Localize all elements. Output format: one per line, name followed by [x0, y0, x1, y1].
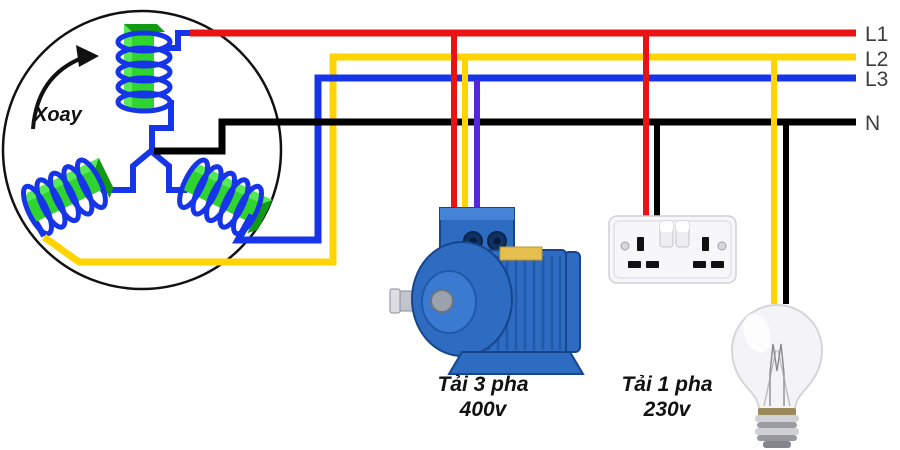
- motor-load-title: Tải 3 pha: [437, 373, 528, 396]
- wire-l2: [41, 53, 856, 266]
- motor-load-voltage: 400v: [459, 398, 508, 421]
- line-label-l1: L1: [865, 23, 888, 46]
- bulb-collar: [758, 408, 796, 416]
- light-bulb: [730, 303, 824, 448]
- bulb-thread: [757, 435, 797, 441]
- coil-top-lead-out: [165, 30, 192, 51]
- wire-neutral: [154, 118, 856, 155]
- bulb-filament: [763, 343, 791, 407]
- socket-switch-right-highlight: [676, 221, 689, 232]
- motor-shaft-end: [389, 288, 401, 314]
- motor-gland-hole-right: [493, 237, 501, 245]
- motor-terminal-box-highlight: [440, 208, 514, 220]
- socket-outlet-left: [620, 237, 659, 268]
- motor-hub: [430, 289, 454, 313]
- bulb-tip: [763, 441, 791, 448]
- live-pin-slot: [693, 261, 706, 268]
- socket-plate-inner-line: [613, 220, 732, 279]
- bulb-glass-highlight: [743, 313, 771, 353]
- earth-pin-slot: [702, 237, 709, 251]
- socket-outlet-right: [693, 237, 727, 268]
- bulb-thread: [755, 428, 799, 435]
- single-phase-socket: [608, 215, 737, 284]
- socket-load-title: Tải 1 pha: [621, 373, 712, 396]
- earth-pin-slot: [637, 237, 644, 251]
- line-label-neutral: N: [865, 112, 880, 135]
- socket-load-voltage: 230v: [643, 398, 692, 421]
- motor-brand-label: [499, 246, 543, 261]
- live-pin-slot: [628, 261, 641, 268]
- three-phase-motor: [389, 207, 585, 375]
- line-label-l3: L3: [865, 68, 888, 91]
- rotation-arrow-icon: [31, 45, 99, 130]
- socket-switch-left-highlight: [660, 221, 673, 232]
- generator: Xoay: [1, 9, 283, 291]
- socket-screw: [717, 241, 727, 251]
- neutral-pin-slot: [711, 261, 724, 268]
- bulb-thread: [757, 422, 797, 428]
- bulb-screw-base: [755, 408, 799, 448]
- socket-screw: [620, 241, 630, 251]
- motor-base: [447, 351, 585, 375]
- bulb-thread: [755, 415, 799, 422]
- rotation-label: Xoay: [33, 104, 83, 126]
- line-label-l2: L2: [865, 48, 888, 71]
- wire-l3: [232, 74, 856, 244]
- coil-top-lead-in: [149, 100, 174, 153]
- neutral-pin-slot: [646, 261, 659, 268]
